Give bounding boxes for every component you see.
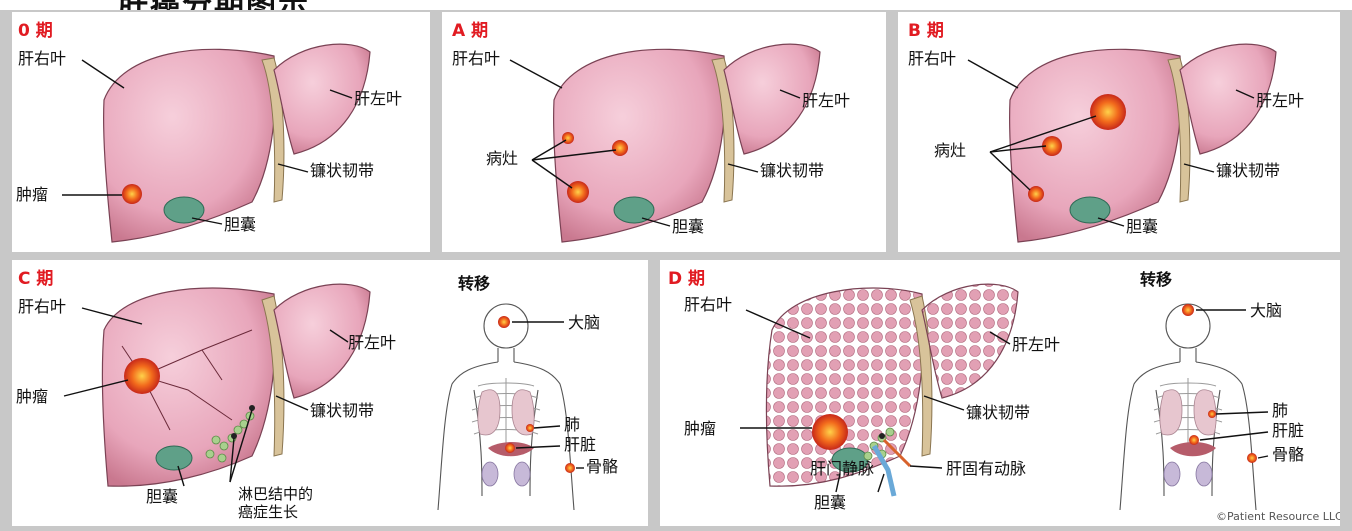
label-liver: 肝脏	[1272, 422, 1304, 440]
gallbladder	[156, 446, 192, 470]
liver-illustration-stage-a	[442, 12, 886, 252]
gallbladder	[1070, 197, 1110, 223]
tumor	[122, 184, 142, 204]
label-left-lobe: 肝左叶	[802, 92, 850, 110]
label-brain: 大脑	[1250, 302, 1282, 320]
label-tumor: 肿瘤	[684, 420, 716, 438]
metastasis-liver	[1189, 435, 1199, 445]
panel-stage-a: A 期 肝右叶 肝左叶 镰状韧带 病灶 胆囊	[442, 12, 886, 252]
label-left-lobe: 肝左叶	[1012, 336, 1060, 354]
liver-illustration-stage-0	[12, 12, 430, 252]
lymph-node-cancer	[879, 433, 885, 439]
label-ligament: 镰状韧带	[1216, 162, 1280, 180]
label-ligament: 镰状韧带	[966, 404, 1030, 422]
title-strip: 肝癌分期图示	[0, 0, 1352, 10]
label-gallbladder: 胆囊	[146, 488, 178, 506]
label-ligament: 镰状韧带	[760, 162, 824, 180]
lesion	[1090, 94, 1126, 130]
metastasis-heading: 转移	[1140, 266, 1172, 290]
panel-stage-d: D 期 肝右叶 肝左叶 镰状韧带 肿瘤 胆囊 肝门静脉 肝固有动脉 转移 大脑 …	[660, 260, 1340, 526]
lesion	[612, 140, 628, 156]
copyright-notice: ©Patient Resource LLC	[1216, 510, 1340, 523]
liver-illustration-stage-b	[898, 12, 1340, 252]
lesion	[567, 181, 589, 203]
label-bone: 骨骼	[1272, 446, 1304, 464]
kidneys	[1164, 462, 1212, 486]
panel-stage-0: 0 期 肝右叶 肝左叶 镰状韧带 肿瘤 胆囊	[12, 12, 430, 252]
label-bone: 骨骼	[586, 458, 618, 476]
metastasis-heading: 转移	[458, 270, 490, 294]
label-tumor: 肿瘤	[16, 186, 48, 204]
label-lesion: 病灶	[486, 150, 518, 168]
label-portal-vein: 肝门静脉	[810, 460, 874, 478]
label-right-lobe: 肝右叶	[18, 298, 66, 316]
label-right-lobe: 肝右叶	[452, 50, 500, 68]
label-lesion: 病灶	[934, 142, 966, 160]
label-ligament: 镰状韧带	[310, 162, 374, 180]
label-lymph-line2: 癌症生长	[238, 504, 298, 520]
label-gallbladder: 胆囊	[224, 216, 256, 234]
metastasis-lung	[1208, 410, 1216, 418]
label-gallbladder: 胆囊	[814, 494, 846, 512]
stage-label: A 期	[452, 16, 488, 41]
label-lung: 肺	[564, 416, 580, 434]
label-liver: 肝脏	[564, 436, 596, 454]
label-right-lobe: 肝右叶	[908, 50, 956, 68]
tumor	[812, 414, 848, 450]
label-right-lobe: 肝右叶	[684, 296, 732, 314]
metastasis-bone	[1247, 453, 1257, 463]
kidneys	[482, 462, 530, 486]
stage-label: C 期	[18, 264, 53, 289]
page-title: 肝癌分期图示	[118, 0, 310, 10]
panel-stage-c: C 期 肝右叶 肝左叶 镰状韧带 肿瘤 胆囊 淋巴结中的 癌症生长 转移 大脑 …	[12, 260, 648, 526]
stage-label: B 期	[908, 16, 944, 41]
label-left-lobe: 肝左叶	[354, 90, 402, 108]
metastasis-lung	[526, 424, 534, 432]
label-hepatic-artery: 肝固有动脉	[946, 460, 1026, 478]
label-gallbladder: 胆囊	[1126, 218, 1158, 236]
metastasis-brain	[498, 316, 510, 328]
label-lung: 肺	[1272, 402, 1288, 420]
label-left-lobe: 肝左叶	[348, 334, 396, 352]
tumor	[124, 358, 160, 394]
stage-label: 0 期	[18, 16, 53, 41]
label-brain: 大脑	[568, 314, 600, 332]
label-lymph-line1: 淋巴结中的	[238, 486, 313, 502]
metastasis-liver	[505, 443, 515, 453]
metastasis-bone	[565, 463, 575, 473]
stage-label: D 期	[668, 264, 705, 289]
liver-illustration-stage-c	[12, 260, 648, 526]
metastasis-brain	[1182, 304, 1194, 316]
lesion	[562, 132, 574, 144]
panel-stage-b: B 期 肝右叶 肝左叶 镰状韧带 病灶 胆囊	[898, 12, 1340, 252]
label-left-lobe: 肝左叶	[1256, 92, 1304, 110]
label-tumor: 肿瘤	[16, 388, 48, 406]
lesion	[1028, 186, 1044, 202]
label-right-lobe: 肝右叶	[18, 50, 66, 68]
label-gallbladder: 胆囊	[672, 218, 704, 236]
label-ligament: 镰状韧带	[310, 402, 374, 420]
liver-illustration-stage-d	[660, 260, 1340, 526]
liver-left-lobe	[922, 284, 1018, 398]
